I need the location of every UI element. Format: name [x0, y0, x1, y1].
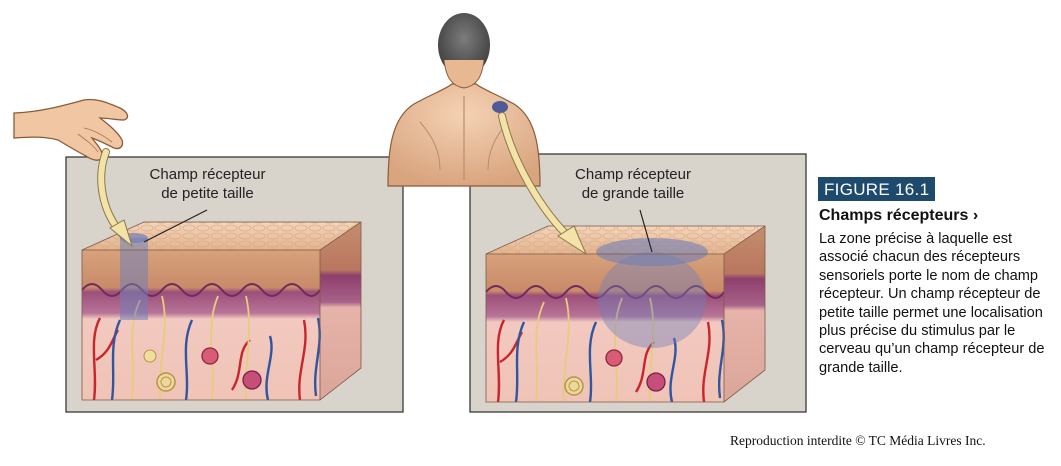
copyright-notice: Reproduction interdite © TC Média Livres… — [730, 433, 986, 448]
receptive-field-large — [598, 252, 706, 348]
hair-follicle-right — [605, 349, 623, 367]
label-large-line2: de grande taille — [581, 185, 685, 202]
label-small-field: Champ récepteur de petite taille — [120, 165, 295, 203]
caption-body: La zone précise à laquelle est associé c… — [819, 231, 1045, 376]
hand-illustration — [13, 98, 129, 161]
skin-block-left — [81, 221, 362, 401]
figure-badge: FIGURE 16.1 — [818, 177, 936, 201]
label-large-line1: Champ récepteur — [575, 166, 691, 183]
label-large-field: Champ récepteur de grande taille — [558, 165, 708, 203]
label-small-line1: Champ récepteur — [149, 166, 266, 183]
arrow-right — [498, 112, 588, 256]
receptive-field-back — [492, 101, 508, 113]
skin-block-right — [485, 225, 766, 403]
caption-title: Champs récepteurs › — [819, 207, 979, 224]
nerves-right — [535, 297, 655, 403]
hair-follicle-left — [201, 347, 219, 365]
leader-line-left — [143, 209, 208, 243]
veins-left — [110, 317, 321, 401]
label-small-line2: de petite taille — [161, 185, 254, 202]
pacinian-corpuscle-left — [156, 372, 176, 392]
back-illustration — [387, 13, 541, 187]
sweat-gland-right — [646, 372, 666, 392]
sweat-gland-left — [242, 370, 262, 390]
leader-line-right — [639, 209, 653, 253]
arrow-left — [97, 148, 133, 248]
receptive-field-small — [120, 238, 148, 320]
pacinian-corpuscle-right — [564, 376, 584, 396]
veins-right — [514, 319, 725, 403]
